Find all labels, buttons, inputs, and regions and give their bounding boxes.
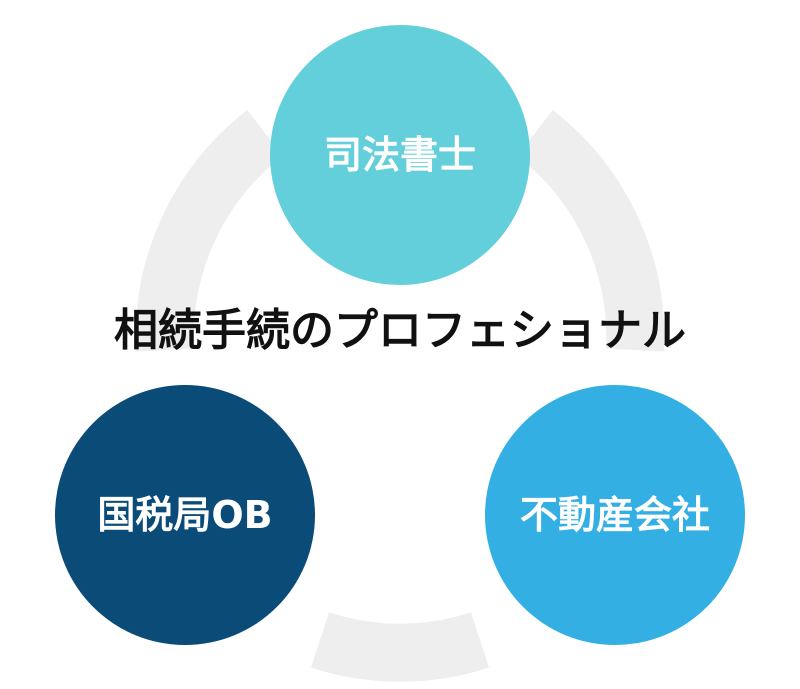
ring-segment-right (516, 110, 665, 352)
node-circle-bottom-left (55, 385, 315, 645)
node-label-top: 司法書士 (324, 133, 476, 177)
node-kokuzeikyoku-ob: 国税局OB (55, 385, 315, 645)
center-title: 相続手続のプロフェショナル (114, 305, 686, 356)
background-ring (135, 110, 665, 682)
node-label-bottom-right: 不動産会社 (520, 493, 710, 537)
ring-segment-left (135, 110, 284, 352)
node-fudosan-kaisha: 不動産会社 (485, 385, 745, 645)
node-circle-top (270, 25, 530, 285)
node-shiho-shoshi: 司法書士 (270, 25, 530, 285)
node-label-bottom-left: 国税局OB (97, 493, 272, 537)
node-circle-bottom-right (485, 385, 745, 645)
ring-segment-bottom (311, 612, 489, 682)
